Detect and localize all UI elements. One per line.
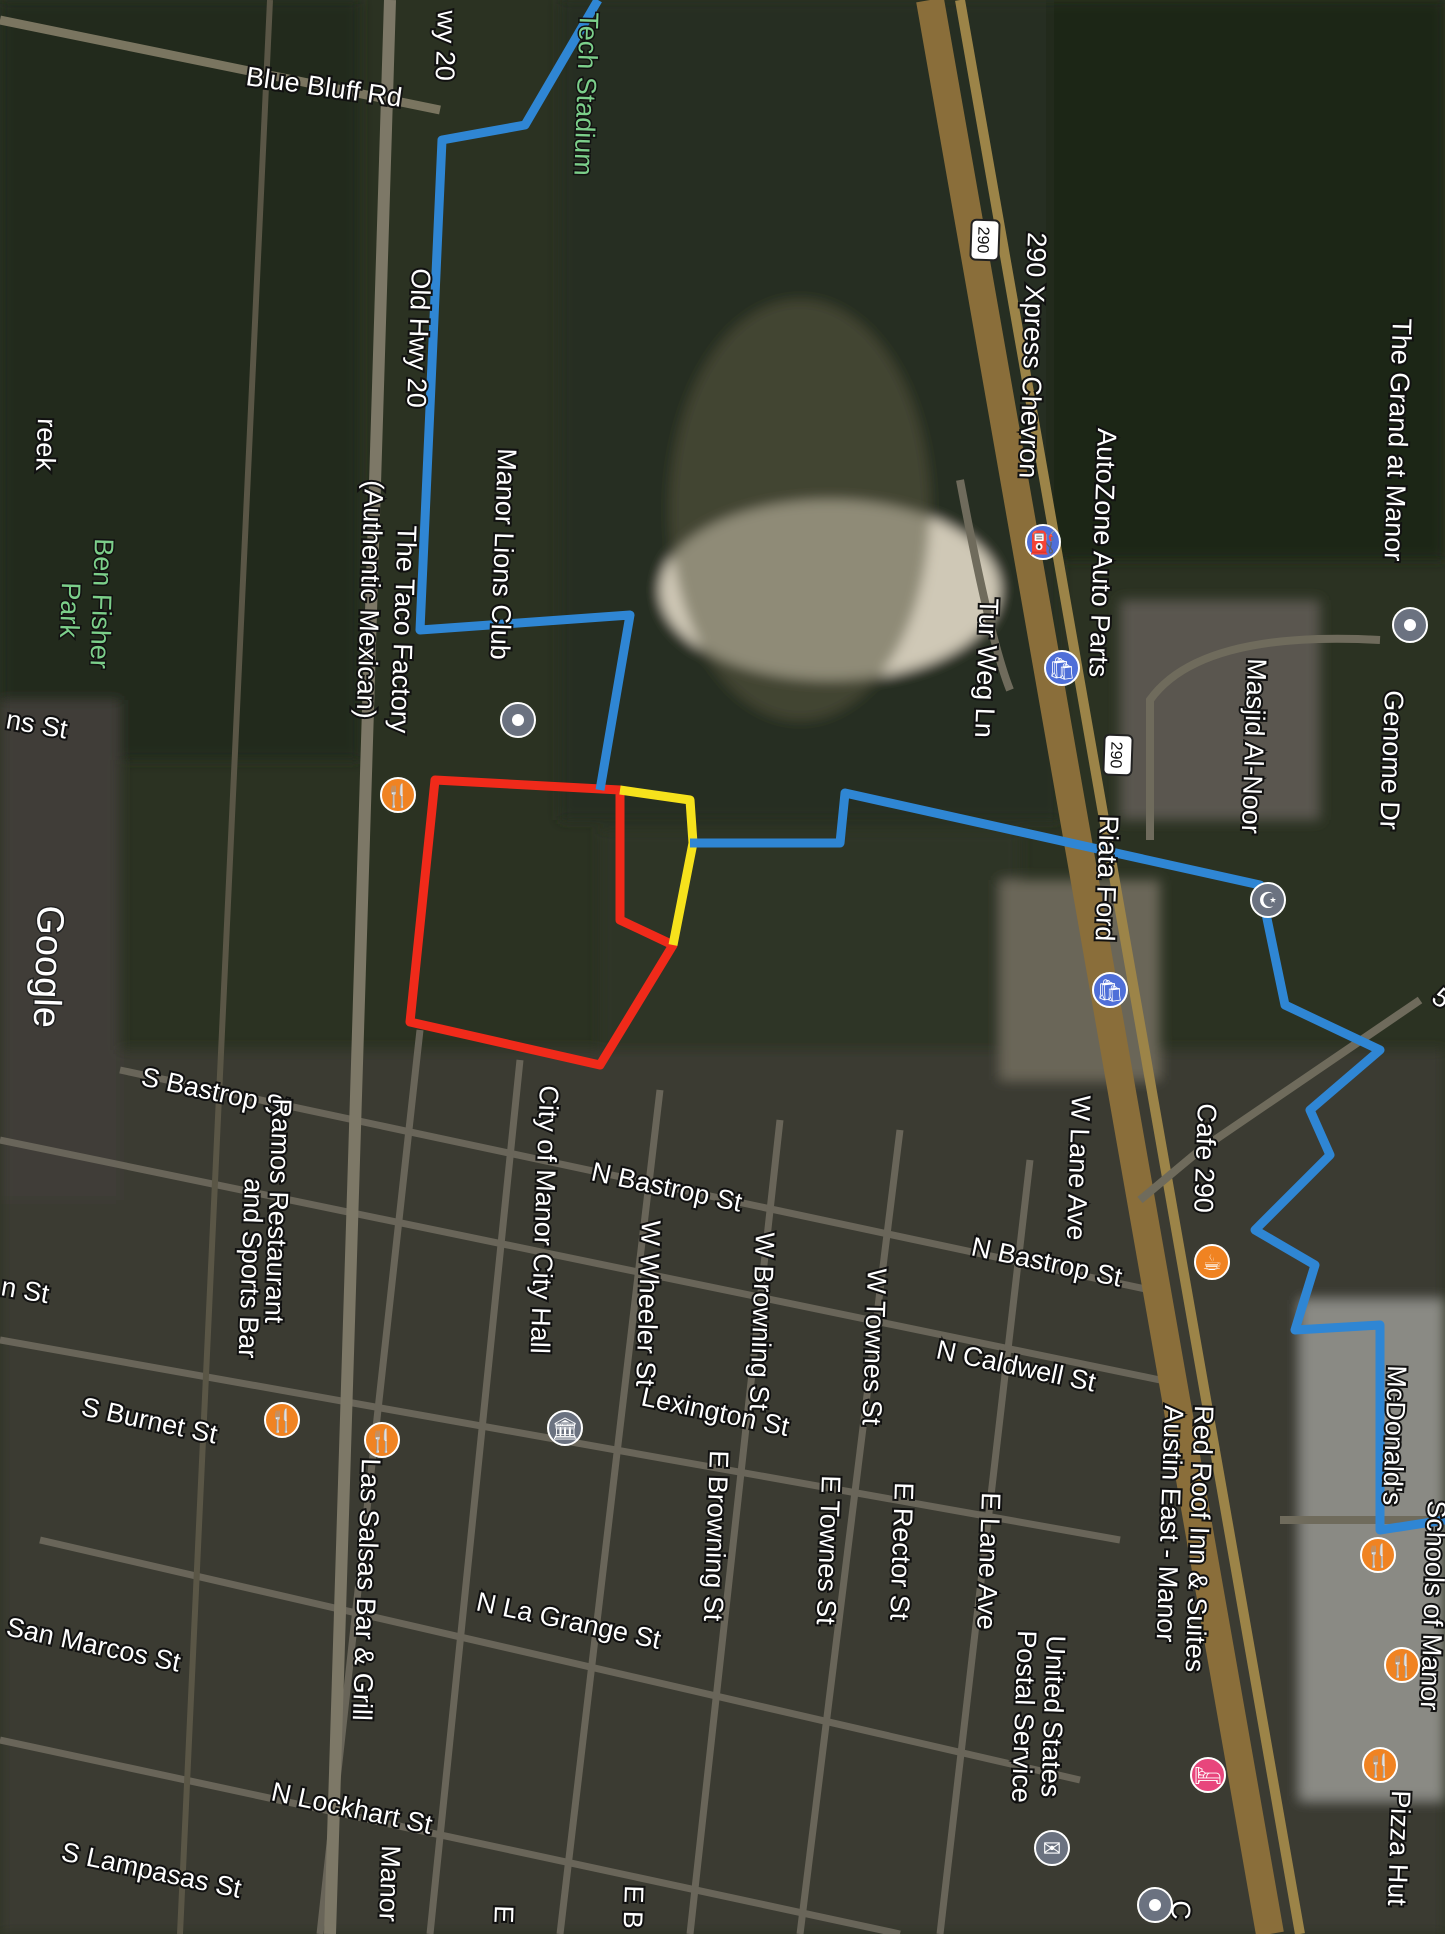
street-grid [0,1029,1161,1934]
fork-knife-icon[interactable]: 🍴 [380,777,416,813]
fork-knife-icon[interactable]: 🍴 [1360,1537,1396,1573]
place-label-ben-fisher-2[interactable]: Park [53,580,88,640]
highway-shield-290-north: 290 [969,218,1001,262]
street-label-e-townes: E Townes St [811,1475,846,1626]
parcel-boundary-yellow[interactable] [619,785,698,946]
coffee-cup-icon[interactable]: ☕ [1194,1244,1230,1280]
svg-text:290: 290 [974,226,992,253]
route-line-east[interactable] [690,788,1445,1535]
street-label-w-wheeler: W Wheeler St [630,1220,666,1388]
mosque-icon[interactable]: ☪ [1250,882,1286,918]
place-label-masjid[interactable]: Masjid Al-Noor [1234,656,1274,837]
street-label-w-browning: W Browning St [744,1232,780,1412]
place-label-usps-2[interactable]: Postal Service [1004,1628,1044,1806]
street-label-w-lane: W Lane Ave [1061,1095,1096,1241]
svg-text:🛏: 🛏 [1194,1764,1222,1789]
street-label-tur-weg: Tur Weg Ln [969,598,1004,739]
street-label-e-rector: E Rector St [884,1482,919,1622]
street-label-w-townes: W Townes St [857,1268,892,1427]
street-label-creek-partial: reek [30,418,62,472]
svg-text:🍴: 🍴 [1388,1653,1415,1679]
place-label-pizza-hut[interactable]: Pizza Hut [1380,1788,1418,1909]
svg-text:🍴: 🍴 [368,1428,395,1454]
gas-station-icon[interactable]: ⛽ [1025,524,1061,560]
street-label-e-partial: E [488,1905,519,1924]
svg-text:🍴: 🍴 [1364,1543,1391,1569]
street-label-e-b-partial: E B [617,1885,649,1930]
highway-shield-290-south: 290 [1102,733,1134,777]
bed-icon[interactable]: 🛏 [1190,1757,1226,1793]
place-label-cafe290[interactable]: Cafe 290 [1186,1101,1224,1216]
street-label-e-browning: E Browning St [698,1450,734,1623]
svg-text:🛍: 🛍 [1048,657,1076,682]
svg-text:🍴: 🍴 [384,783,411,809]
route-line-north[interactable] [415,0,635,791]
svg-text:🏛: 🏛 [551,1417,579,1442]
place-pin-icon[interactable] [1137,1887,1173,1923]
street-label-manor-partial: Manor [373,1845,406,1923]
place-label-usps-1[interactable]: United States [1033,1633,1073,1800]
svg-text:🍴: 🍴 [1366,1753,1393,1779]
place-pin-icon[interactable] [1392,607,1428,643]
shopping-bag-icon[interactable]: 🛍 [1092,972,1128,1008]
fork-knife-icon[interactable]: 🍴 [1362,1747,1398,1783]
street-label-hwy20-top: wy 20 [430,9,462,82]
place-label-stadium[interactable]: Tech Stadium [567,10,606,178]
city-hall-icon[interactable]: 🏛 [547,1410,583,1446]
svg-text:🛍: 🛍 [1096,979,1124,1004]
place-label-ramos-2[interactable]: and Sports Bar [231,1176,271,1361]
svg-text:🍴: 🍴 [268,1408,295,1434]
street-label-genome: Genome Dr [1374,690,1409,831]
shopping-bag-icon[interactable]: 🛍 [1044,650,1080,686]
fork-knife-icon[interactable]: 🍴 [264,1402,300,1438]
fork-knife-icon[interactable]: 🍴 [364,1422,400,1458]
svg-text:⛽: ⛽ [1029,530,1056,556]
place-label-mcdonalds[interactable]: McDonald's [1375,1363,1414,1508]
svg-text:290: 290 [1107,741,1125,768]
svg-text:☕: ☕ [1202,1251,1222,1276]
place-pin-icon[interactable] [500,702,536,738]
svg-text:✉: ✉ [1043,1837,1061,1862]
mail-icon[interactable]: ✉ [1034,1830,1070,1866]
street-label-old-hwy20: Old Hwy 20 [401,268,436,409]
fork-knife-icon[interactable]: 🍴 [1384,1647,1420,1683]
street-label-e-lane: E Lane Ave [971,1492,1006,1631]
place-label-ben-fisher-1[interactable]: Ben Fisher [83,536,121,671]
google-logo: Google [25,905,71,1029]
svg-text:☪: ☪ [1258,889,1278,914]
place-label-riata-ford[interactable]: Riata Ford [1088,813,1126,944]
